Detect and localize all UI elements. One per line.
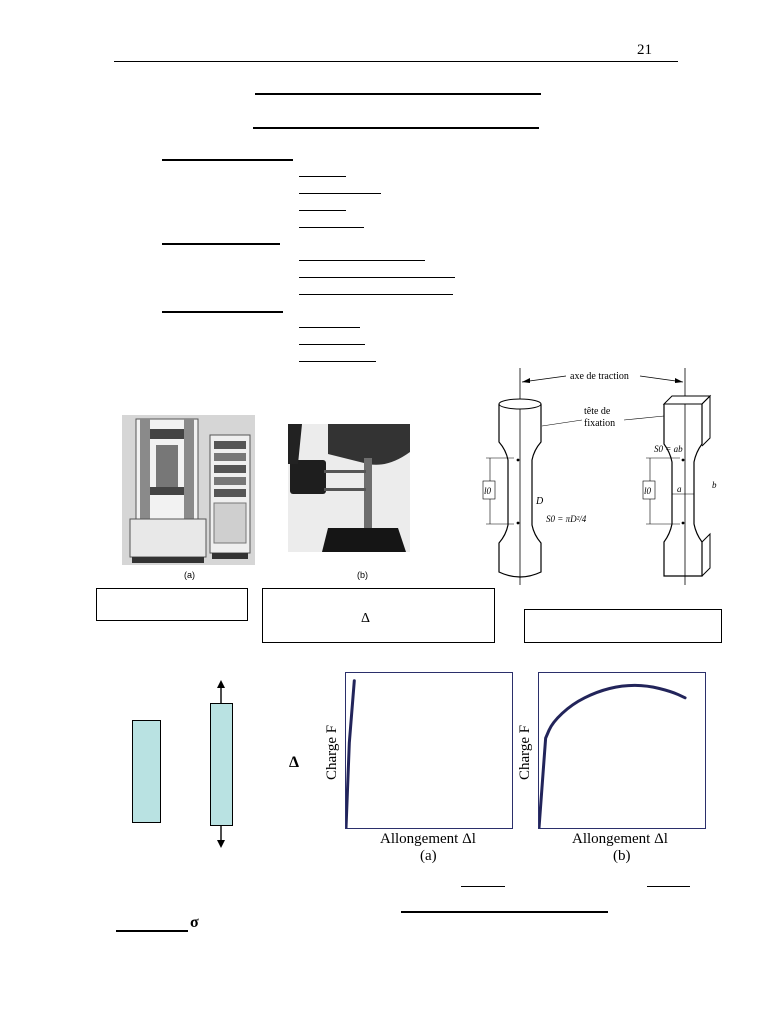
photo-caption-a: (a) bbox=[184, 570, 195, 580]
outline-heading-2 bbox=[162, 243, 280, 245]
outline-item bbox=[299, 361, 376, 362]
outline-item bbox=[299, 210, 346, 211]
page-number: 21 bbox=[637, 42, 652, 58]
load-elongation-curve bbox=[537, 683, 687, 830]
outline-item bbox=[299, 344, 365, 345]
bar-after-traction bbox=[210, 703, 233, 826]
delta-symbol-side: Δ bbox=[289, 754, 300, 771]
l0-label-round: l0 bbox=[484, 486, 492, 496]
chart-b-ylabel: Charge F bbox=[517, 724, 533, 780]
header-rule bbox=[114, 61, 678, 62]
caption-box-middle: Δ bbox=[262, 588, 495, 643]
specimen-diagram: axe de traction l0 D S0 = πD²/4 tête de … bbox=[482, 368, 717, 585]
chart-b-label: (b) bbox=[613, 848, 631, 864]
axis-label: axe de traction bbox=[570, 371, 629, 382]
outline-item bbox=[299, 176, 346, 177]
chart-a-ylabel: Charge F bbox=[324, 724, 340, 780]
sigma-heading-rule bbox=[116, 930, 188, 932]
chart-a-frame bbox=[344, 672, 513, 830]
chart-a-label: (a) bbox=[420, 848, 437, 864]
chart-b-xlabel: Allongement Δl bbox=[572, 831, 668, 847]
outline-item bbox=[299, 327, 360, 328]
delta-symbol-caption: Δ bbox=[361, 611, 371, 626]
traction-arrows bbox=[217, 680, 225, 848]
title-underline-1 bbox=[255, 93, 541, 95]
width-label-b: b bbox=[712, 480, 717, 490]
outline-item bbox=[299, 294, 453, 295]
caption-box-left bbox=[96, 588, 248, 621]
outline-item bbox=[299, 193, 381, 194]
l0-label-flat: l0 bbox=[644, 486, 652, 496]
head-label-line2: fixation bbox=[584, 418, 615, 429]
bar-before-traction bbox=[132, 720, 161, 823]
outline-item bbox=[299, 260, 425, 261]
flat-area-formula: S0 = ab bbox=[654, 444, 683, 454]
width-label-a: a bbox=[677, 484, 682, 494]
chart-a-plot bbox=[344, 679, 356, 830]
chart-b-frame bbox=[537, 672, 706, 830]
bottom-underline-a bbox=[461, 886, 505, 887]
extensometer-photo bbox=[288, 424, 410, 552]
outline-item bbox=[299, 277, 455, 278]
diameter-label: D bbox=[535, 496, 544, 507]
round-area-formula: S0 = πD²/4 bbox=[546, 514, 587, 524]
tensile-machine-photo bbox=[122, 415, 255, 565]
bottom-underline-b bbox=[647, 886, 690, 887]
load-elongation-curve bbox=[344, 679, 356, 830]
outline-heading-1 bbox=[162, 159, 293, 161]
chart-b-plot bbox=[537, 683, 687, 830]
sigma-symbol: σ bbox=[190, 914, 199, 931]
outline-item bbox=[299, 227, 364, 228]
outline-heading-3 bbox=[162, 311, 283, 313]
photo-caption-b: (b) bbox=[357, 570, 368, 580]
bottom-section-rule bbox=[401, 911, 608, 913]
chart-a-xlabel: Allongement Δl bbox=[380, 831, 476, 847]
head-label-line1: tête de bbox=[584, 406, 611, 417]
title-underline-2 bbox=[253, 127, 539, 129]
caption-box-right bbox=[524, 609, 722, 643]
